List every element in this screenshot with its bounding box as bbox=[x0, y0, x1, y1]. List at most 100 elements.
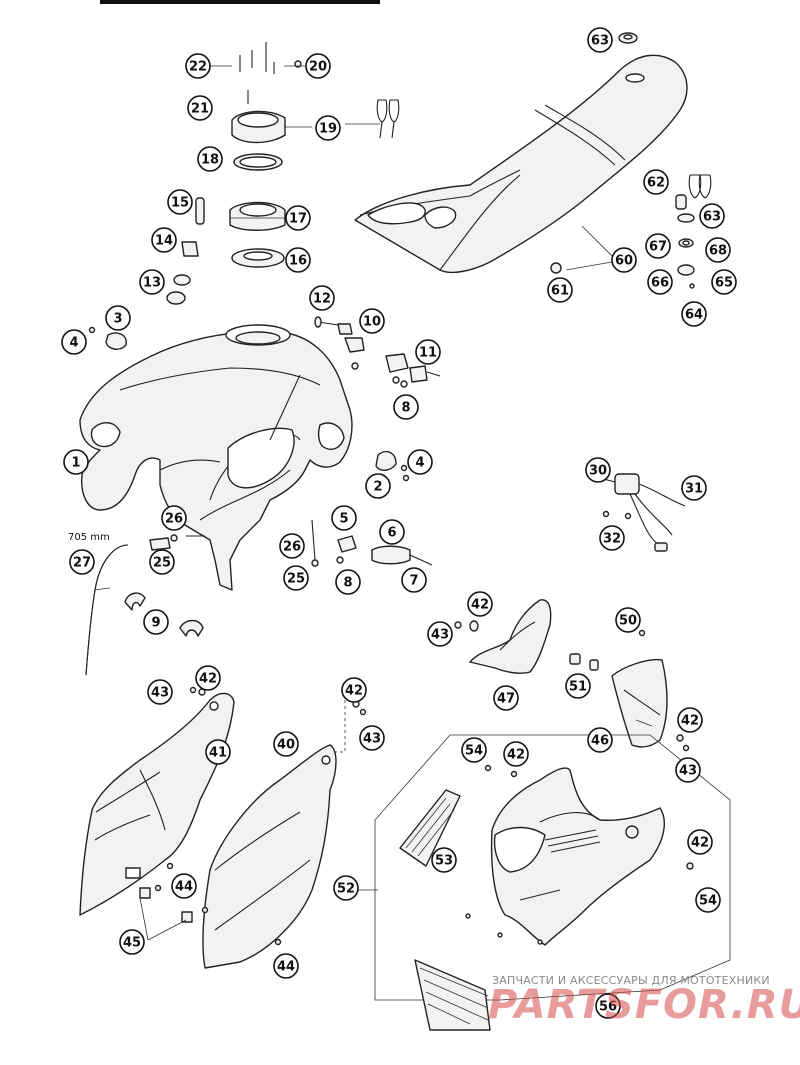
callout-circle bbox=[677, 707, 703, 733]
callout-circle bbox=[401, 567, 427, 593]
callout-c42a: 42 bbox=[467, 591, 493, 617]
callout-number: 43 bbox=[431, 628, 449, 643]
callout-number: 26 bbox=[165, 512, 183, 527]
callout-c61: 61 bbox=[547, 277, 573, 303]
callout-number: 53 bbox=[435, 854, 453, 869]
leader-lines bbox=[139, 65, 653, 941]
callout-circle bbox=[69, 549, 95, 575]
callout-c19: 19 bbox=[315, 115, 341, 141]
fuel-sensor-wiring bbox=[599, 473, 686, 552]
callout-number: 43 bbox=[151, 686, 169, 701]
callout-number: 25 bbox=[153, 556, 171, 571]
watermark-caption: ЗАПЧАСТИ И АКСЕССУАРЫ ДЛЯ МОТОТЕХНИКИ bbox=[492, 974, 770, 987]
callout-circle bbox=[63, 449, 89, 475]
callout-number: 41 bbox=[209, 746, 227, 761]
callout-c40: 40 bbox=[273, 731, 299, 757]
callout-c68: 68 bbox=[705, 237, 731, 263]
callout-circle bbox=[161, 505, 187, 531]
callout-number: 42 bbox=[507, 748, 525, 763]
callout-circle bbox=[599, 525, 625, 551]
callout-number: 68 bbox=[709, 244, 727, 259]
callout-circle bbox=[611, 247, 637, 273]
callout-labels: 1234456788910111213141516171819202122252… bbox=[61, 27, 737, 1019]
callout-circle bbox=[365, 473, 391, 499]
callout-number: 42 bbox=[681, 714, 699, 729]
callout-c10: 10 bbox=[359, 308, 385, 334]
callout-number: 13 bbox=[143, 276, 161, 291]
callout-c20: 20 bbox=[305, 53, 331, 79]
callout-circle bbox=[149, 549, 175, 575]
callout-c8b: 8 bbox=[335, 569, 361, 595]
callout-circle bbox=[331, 505, 357, 531]
callout-number: 63 bbox=[703, 210, 721, 225]
callout-circle bbox=[645, 233, 671, 259]
callout-circle bbox=[675, 757, 701, 783]
callout-circle bbox=[147, 679, 173, 705]
tank-bolts bbox=[314, 316, 441, 388]
callout-c67: 67 bbox=[645, 233, 671, 259]
callout-number: 61 bbox=[551, 284, 569, 299]
callout-c65: 65 bbox=[711, 269, 737, 295]
callout-number: 20 bbox=[309, 60, 327, 75]
callout-circle bbox=[359, 725, 385, 751]
callout-c21: 21 bbox=[187, 95, 213, 121]
callout-c5: 5 bbox=[331, 505, 357, 531]
callout-c42d: 42 bbox=[677, 707, 703, 733]
callout-circle bbox=[315, 115, 341, 141]
callout-number: 66 bbox=[651, 276, 669, 291]
callout-c43d: 43 bbox=[675, 757, 701, 783]
callout-c25a: 25 bbox=[149, 549, 175, 575]
callout-circle bbox=[407, 449, 433, 475]
callout-number: 67 bbox=[649, 240, 667, 255]
callout-number: 8 bbox=[401, 401, 410, 416]
callout-circle bbox=[547, 277, 573, 303]
callout-c9: 9 bbox=[143, 609, 169, 635]
callout-c52: 52 bbox=[333, 875, 359, 901]
callout-c43b: 43 bbox=[147, 679, 173, 705]
reflector-plate bbox=[399, 789, 461, 867]
callout-circle bbox=[681, 301, 707, 327]
callout-number: 12 bbox=[313, 292, 331, 307]
callout-c26a: 26 bbox=[161, 505, 187, 531]
callout-circle bbox=[461, 737, 487, 763]
callout-circle bbox=[139, 269, 165, 295]
callout-number: 63 bbox=[591, 34, 609, 49]
callout-circle bbox=[393, 394, 419, 420]
callout-number: 45 bbox=[123, 936, 141, 951]
callout-number: 65 bbox=[715, 276, 733, 291]
callout-c31: 31 bbox=[681, 475, 707, 501]
callout-c2: 2 bbox=[365, 473, 391, 499]
callout-number: 42 bbox=[345, 684, 363, 699]
callout-c42e: 42 bbox=[503, 741, 529, 767]
seat-lock-parts bbox=[550, 174, 712, 289]
callout-c42c: 42 bbox=[341, 677, 367, 703]
callout-circle bbox=[427, 621, 453, 647]
callout-circle bbox=[285, 247, 311, 273]
callout-c66: 66 bbox=[647, 269, 673, 295]
callout-number: 4 bbox=[69, 336, 78, 351]
callout-circle bbox=[195, 665, 221, 691]
callout-number: 19 bbox=[319, 122, 337, 137]
callout-c44b: 44 bbox=[273, 953, 299, 979]
callout-c18: 18 bbox=[197, 146, 223, 172]
callout-c42b: 42 bbox=[195, 665, 221, 691]
hose-length-label: 705 mm bbox=[68, 532, 110, 543]
callout-c60: 60 bbox=[611, 247, 637, 273]
callout-number: 5 bbox=[339, 512, 348, 527]
callout-c13: 13 bbox=[139, 269, 165, 295]
callout-circle bbox=[493, 685, 519, 711]
callout-circle bbox=[273, 731, 299, 757]
side-panel-right bbox=[202, 700, 346, 969]
callout-c43a: 43 bbox=[427, 621, 453, 647]
callout-number: 16 bbox=[289, 254, 307, 269]
callout-number: 43 bbox=[363, 732, 381, 747]
callout-number: 40 bbox=[277, 738, 295, 753]
callout-number: 27 bbox=[73, 556, 91, 571]
callout-c25b: 25 bbox=[283, 565, 309, 591]
callout-circle bbox=[565, 673, 591, 699]
mesh-panel bbox=[414, 959, 491, 1031]
callout-number: 11 bbox=[419, 346, 437, 361]
callout-circle bbox=[415, 339, 441, 365]
tank-mounting-parts bbox=[88, 197, 205, 350]
callout-circle bbox=[151, 227, 177, 253]
